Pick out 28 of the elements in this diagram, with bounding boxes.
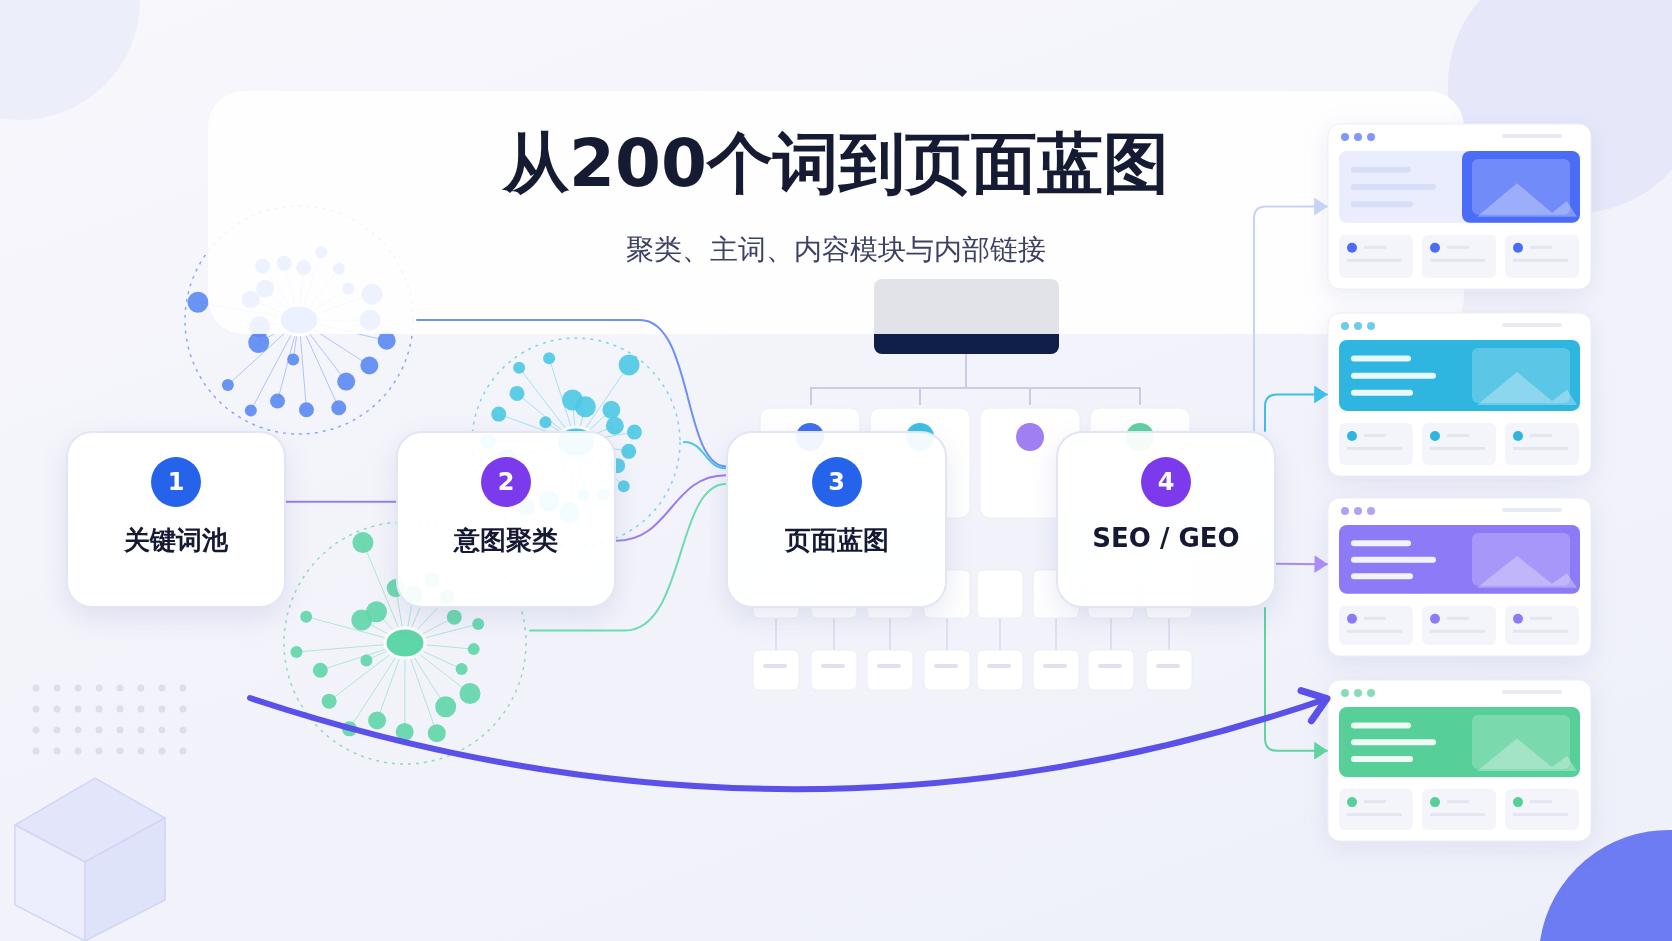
- arrow: [1275, 555, 1328, 573]
- step-card: [1056, 431, 1276, 608]
- title: 从200个词到页面蓝图: [501, 124, 1170, 204]
- arrow: [1253, 198, 1328, 432]
- connector-line: [615, 474, 727, 542]
- step-title: SEO / GEO: [1091, 523, 1241, 553]
- step-number-badge: 3: [811, 457, 862, 507]
- step-title: 关键词池: [123, 524, 229, 557]
- page-mockup-drawing: [1327, 679, 1592, 842]
- step-number-badge: 1: [151, 457, 201, 507]
- subtitle: 聚类、主词、内容模块与内部链接: [625, 232, 1047, 268]
- arrow: [1264, 386, 1328, 432]
- connector-line: [416, 319, 727, 468]
- flow-arrow: [247, 686, 1331, 793]
- arrow: [1264, 607, 1328, 760]
- step-number-badge: 2: [481, 457, 531, 507]
- connector-line: [683, 441, 727, 470]
- connector-line: [285, 500, 397, 503]
- step-card: [396, 431, 616, 608]
- connector-line: [529, 483, 727, 632]
- step-card: [726, 431, 947, 608]
- page-mockup-drawing: [1327, 123, 1592, 290]
- page-mockup-drawing: [1327, 497, 1592, 657]
- step-title: 页面蓝图: [783, 524, 890, 557]
- step-title: 意图聚类: [452, 524, 559, 557]
- step-card: [66, 431, 286, 608]
- step-number-badge: 4: [1141, 457, 1191, 507]
- page-mockup-drawing: [1327, 312, 1592, 477]
